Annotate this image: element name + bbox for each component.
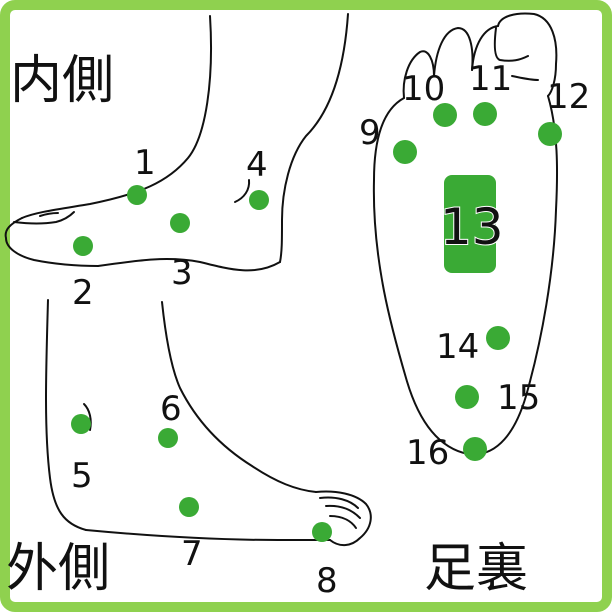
point-9-marker [393, 140, 417, 164]
point-4-marker [249, 190, 269, 210]
point-4-label: 4 [246, 145, 268, 185]
point-7-label: 7 [181, 534, 203, 574]
point-8-label: 8 [316, 561, 338, 601]
inner-foot-outline [4, 13, 349, 272]
point-16-label: 16 [406, 433, 449, 473]
sole-foot-outline [372, 12, 559, 456]
point-14-marker [486, 326, 510, 350]
outer-foot-outline [45, 299, 372, 546]
point-1-marker [127, 185, 147, 205]
point-11-marker [473, 102, 497, 126]
region-label-outer-side: 外側 [6, 539, 110, 599]
point-15-marker [455, 385, 479, 409]
point-10-marker [433, 103, 457, 127]
point-5-label: 5 [71, 456, 93, 496]
labels-layer: 1 2 3 4 5 6 7 8 9 10 11 12 13 14 15 16 [71, 59, 590, 601]
point-9-label: 9 [359, 113, 381, 153]
point-14-label: 14 [436, 327, 479, 367]
point-11-label: 11 [469, 59, 512, 99]
point-6-label: 6 [160, 389, 182, 429]
region-label-sole: 足裏 [424, 539, 528, 599]
point-13-label: 13 [440, 198, 504, 256]
points-layer [71, 102, 562, 542]
point-3-label: 3 [171, 253, 193, 293]
point-10-label: 10 [402, 69, 445, 109]
point-8-marker [312, 522, 332, 542]
point-16-marker [463, 437, 487, 461]
point-12-marker [538, 122, 562, 146]
point-12-label: 12 [547, 77, 590, 117]
point-7-marker [179, 497, 199, 517]
point-6-marker [158, 428, 178, 448]
point-2-label: 2 [72, 273, 94, 313]
point-1-label: 1 [134, 143, 156, 183]
region-label-inner-side: 内側 [10, 51, 114, 111]
point-5-marker [71, 414, 91, 434]
point-13-area-marker [444, 175, 496, 273]
point-3-marker [170, 213, 190, 233]
point-2-marker [73, 236, 93, 256]
point-15-label: 15 [497, 378, 540, 418]
